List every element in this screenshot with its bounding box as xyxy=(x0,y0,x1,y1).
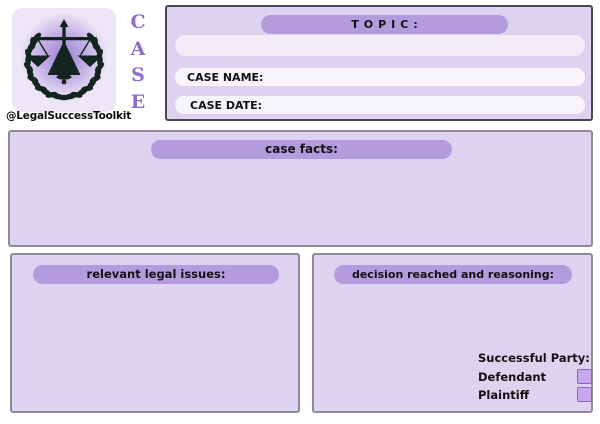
case-letter: S xyxy=(131,64,145,86)
defendant-label: Defendant xyxy=(478,369,547,384)
scales-of-justice-icon xyxy=(12,8,116,112)
scales-of-justice-logo xyxy=(12,8,116,112)
case-letter: C xyxy=(130,11,146,33)
brand-handle: @LegalSuccessToolkit xyxy=(6,110,132,122)
case-name-label: CASE NAME: xyxy=(187,70,264,84)
plaintiff-checkbox[interactable] xyxy=(577,387,592,402)
case-date-value[interactable] xyxy=(262,99,585,111)
plaintiff-row: Plaintiff xyxy=(478,387,592,402)
case-vertical-title: C A S E xyxy=(126,9,150,115)
case-facts-section: case facts: xyxy=(8,130,593,247)
case-name-field[interactable]: CASE NAME: xyxy=(175,68,585,86)
legal-issues-title: relevant legal issues: xyxy=(33,265,279,284)
successful-party-block: Successful Party: Defendant Plaintiff xyxy=(478,351,592,402)
case-facts-title: case facts: xyxy=(151,140,452,159)
legal-issues-input[interactable] xyxy=(20,289,290,403)
case-facts-input[interactable] xyxy=(18,166,583,237)
decision-title: decision reached and reasoning: xyxy=(334,265,572,284)
defendant-row: Defendant xyxy=(478,369,592,384)
topic-input[interactable] xyxy=(175,35,585,56)
plaintiff-label: Plaintiff xyxy=(478,387,530,402)
topic-label: TOPIC: xyxy=(261,15,508,34)
case-header-panel: TOPIC: CASE NAME: CASE DATE: xyxy=(165,5,593,121)
case-letter: A xyxy=(130,37,146,60)
defendant-checkbox[interactable] xyxy=(577,369,592,384)
case-letter: E xyxy=(130,90,146,113)
decision-section: decision reached and reasoning: Successf… xyxy=(312,253,593,413)
legal-issues-section: relevant legal issues: xyxy=(10,253,300,413)
case-date-field[interactable]: CASE DATE: xyxy=(175,96,585,114)
case-name-value[interactable] xyxy=(263,71,585,83)
case-date-label: CASE DATE: xyxy=(190,98,263,112)
successful-party-label: Successful Party: xyxy=(478,351,590,365)
